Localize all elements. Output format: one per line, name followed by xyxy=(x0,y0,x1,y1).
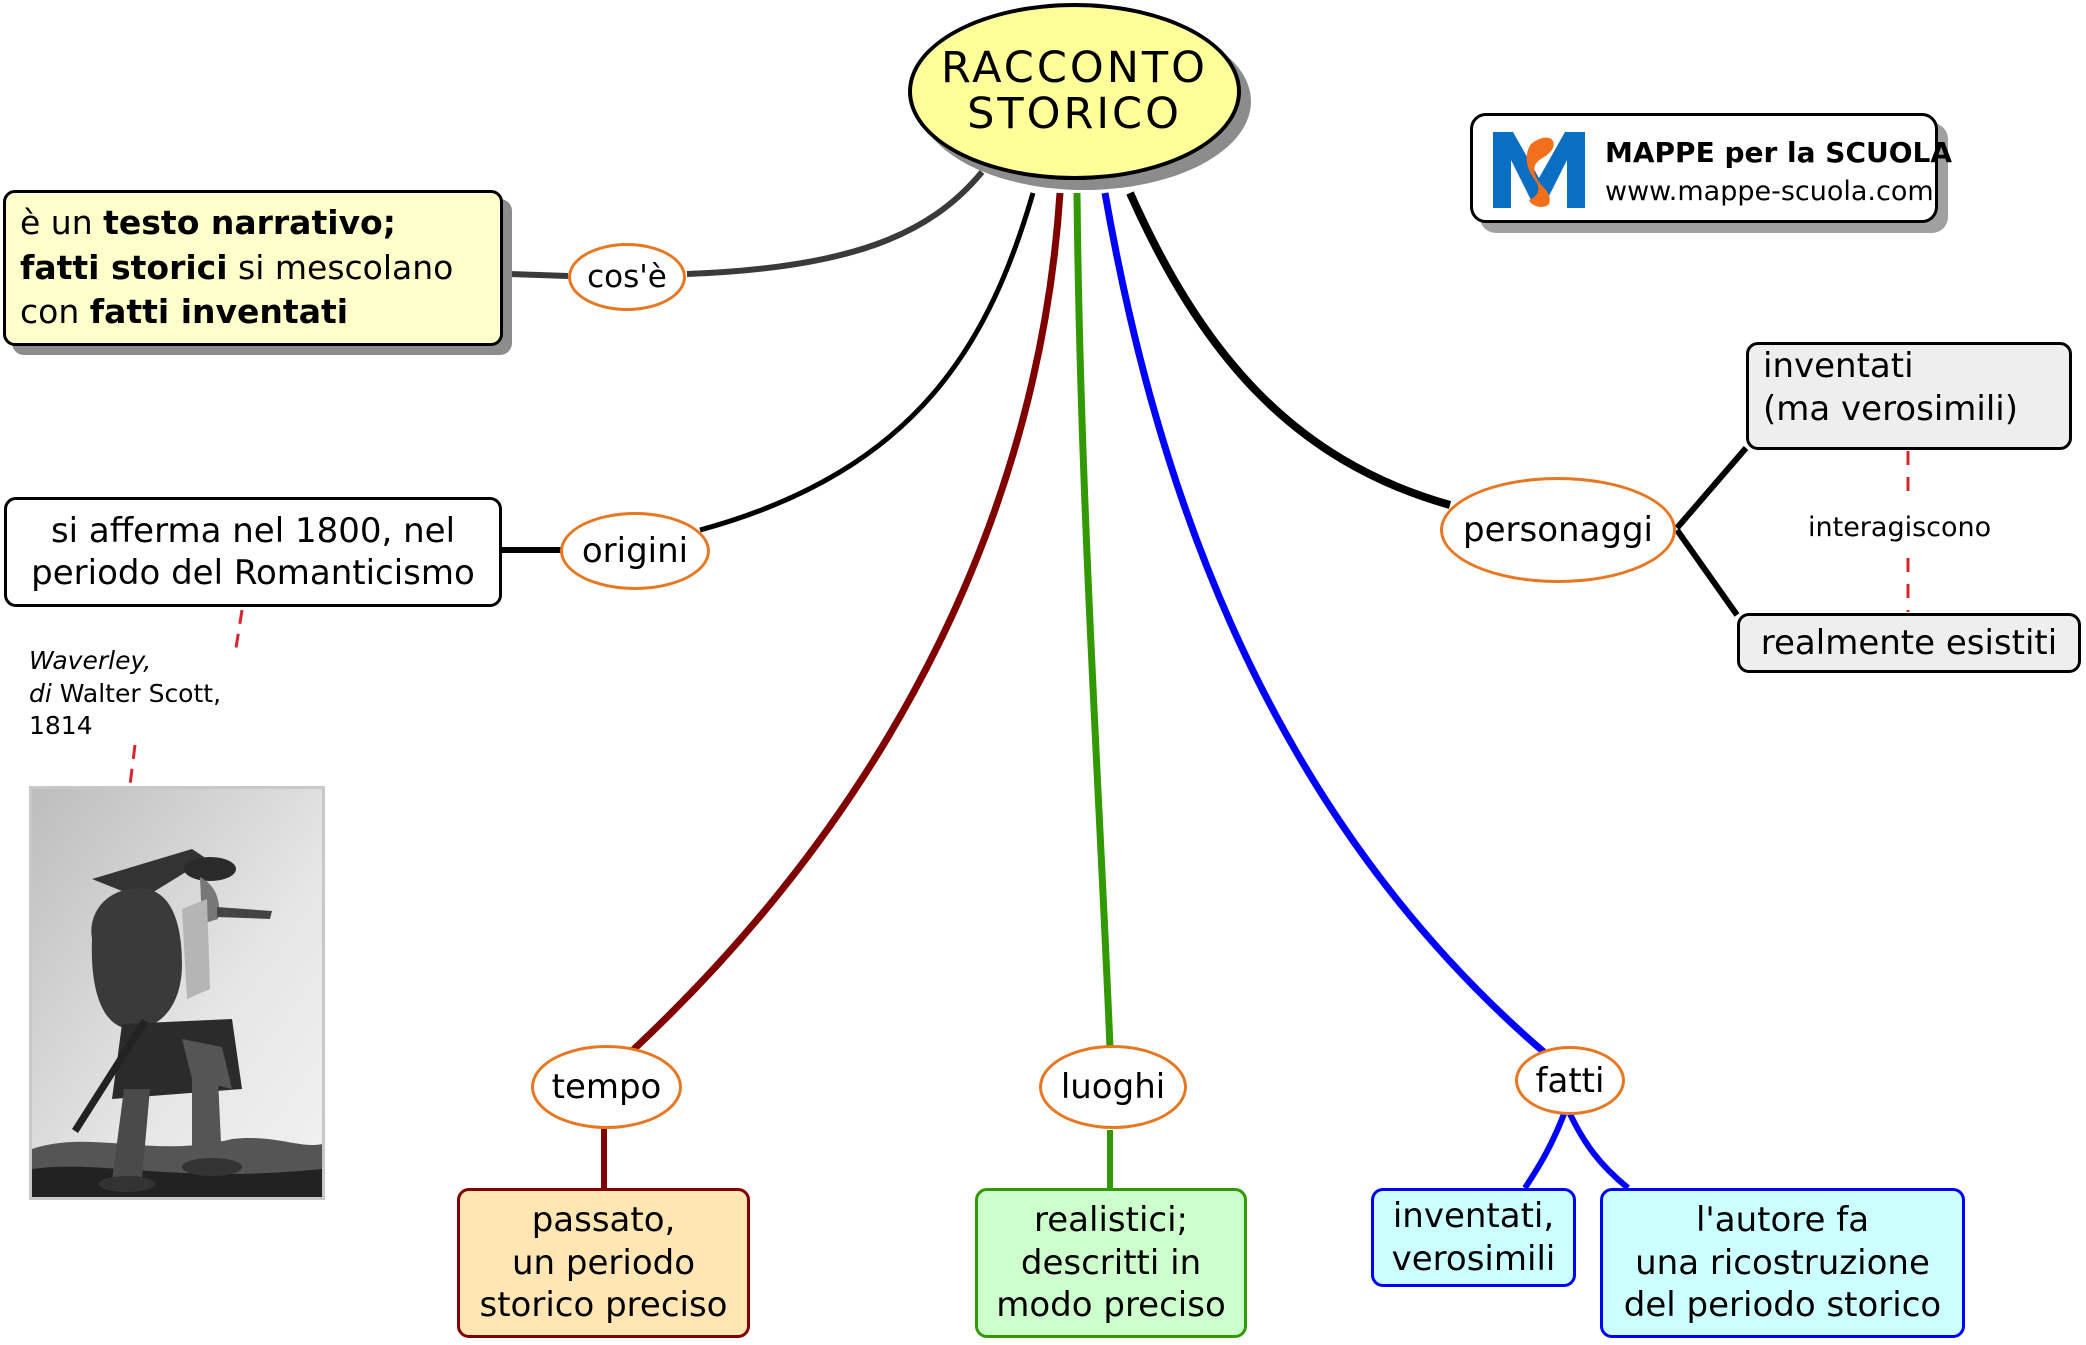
dashed-link-example-image xyxy=(128,744,137,786)
link-personaggi-child1 xyxy=(1674,446,1749,530)
central-topic-line2: STORICO xyxy=(967,88,1182,139)
highlander-figure-icon xyxy=(32,789,322,1197)
fatti-inventati-box[interactable]: inventati, verosimili xyxy=(1371,1188,1576,1287)
concept-luoghi-label: luoghi xyxy=(1060,1067,1166,1107)
tempo-box-line3: storico preciso xyxy=(479,1285,728,1326)
link-central-tempo xyxy=(630,192,1064,1053)
personaggi-realmente-esistiti-box[interactable]: realmente esistiti xyxy=(1737,613,2081,673)
cose-definition-fragment: si mescolano xyxy=(227,247,454,287)
concept-origini-label: origini xyxy=(581,531,689,571)
fatti-inventati-line1: inventati, xyxy=(1392,1196,1555,1236)
personaggi-inventati-line2: (ma verosimili) xyxy=(1763,388,2018,429)
dashed-link-origini-example xyxy=(234,609,244,649)
origini-box-line2: periodo del Romanticismo xyxy=(31,553,475,593)
personaggi-inventati-box[interactable]: inventati (ma verosimili) xyxy=(1746,342,2072,450)
logo-title: MAPPE per la SCUOLA xyxy=(1605,136,1953,169)
luoghi-box-line3: modo preciso xyxy=(996,1285,1226,1326)
fatti-inventati-line2: verosimili xyxy=(1391,1238,1556,1279)
concept-tempo-label: tempo xyxy=(551,1067,662,1107)
example-title: Waverley, xyxy=(29,646,152,675)
origini-box-line1: si afferma nel 1800, nel xyxy=(50,510,456,551)
concept-fatti[interactable]: fatti xyxy=(1515,1046,1625,1115)
cose-definition-text: è un testo narrativo;fatti storici si me… xyxy=(20,201,453,335)
relation-label-interagiscono: interagiscono xyxy=(1808,512,1992,543)
example-author: Walter Scott, xyxy=(51,678,222,708)
waverley-illustration-image xyxy=(29,786,325,1200)
concept-cose-label: cos'è xyxy=(587,259,667,295)
personaggi-realmente-esistiti-text: realmente esistiti xyxy=(1760,622,2058,663)
luoghi-box-line1: realistici; xyxy=(1034,1200,1188,1241)
fatti-ricostruzione-line2: una ricostruzione xyxy=(1635,1242,1930,1283)
link-central-cose xyxy=(686,170,985,277)
link-personaggi-child2 xyxy=(1674,528,1740,617)
tempo-box[interactable]: passato, un periodo storico preciso xyxy=(457,1188,750,1338)
central-topic-line1: RACCONTO xyxy=(941,43,1208,94)
concept-fatti-label: fatti xyxy=(1535,1060,1605,1101)
link-central-fatti xyxy=(1101,192,1548,1056)
link-central-luoghi xyxy=(1073,192,1114,1049)
concept-personaggi[interactable]: personaggi xyxy=(1440,477,1676,583)
tempo-box-line2: un periodo xyxy=(511,1242,695,1283)
link-fatti-child1 xyxy=(1522,1112,1567,1190)
concept-cose[interactable]: cos'è xyxy=(568,243,686,311)
luoghi-box-line2: descritti in xyxy=(1020,1242,1202,1283)
link-central-personaggi xyxy=(1126,191,1452,509)
personaggi-inventati-line1: inventati xyxy=(1763,346,1914,386)
mappe-m-logo-icon xyxy=(1493,132,1585,208)
cose-definition-fragment: è un xyxy=(20,203,104,243)
concept-origini[interactable]: origini xyxy=(560,512,710,590)
concept-luoghi[interactable]: luoghi xyxy=(1039,1045,1187,1129)
tempo-box-line1: passato, xyxy=(531,1200,676,1241)
central-topic[interactable]: RACCONTO STORICO xyxy=(908,3,1241,180)
cose-definition-keyword: fatti inventati xyxy=(89,292,349,332)
cose-definition-keyword: fatti storici xyxy=(20,247,228,287)
origini-box[interactable]: si afferma nel 1800, nel periodo del Rom… xyxy=(4,497,502,607)
luoghi-box[interactable]: realistici; descritti in modo preciso xyxy=(975,1188,1247,1338)
logo-url-link[interactable]: www.mappe-scuola.com xyxy=(1605,176,1934,207)
example-prefix: di xyxy=(29,678,52,708)
fatti-ricostruzione-line1: l'autore fa xyxy=(1695,1200,1870,1241)
concept-tempo[interactable]: tempo xyxy=(531,1045,682,1129)
cose-definition-box[interactable]: è un testo narrativo;fatti storici si me… xyxy=(3,190,503,346)
cose-definition-keyword: testo narrativo; xyxy=(103,203,396,243)
link-central-origini xyxy=(699,192,1036,533)
cose-definition-fragment: con xyxy=(20,292,90,332)
mappe-logo-badge[interactable]: MAPPE per la SCUOLA www.mappe-scuola.com xyxy=(1470,113,1952,223)
link-fatti-child2 xyxy=(1567,1112,1630,1191)
fatti-ricostruzione-line3: del periodo storico xyxy=(1623,1285,1942,1326)
link-cose-box xyxy=(509,271,569,279)
fatti-ricostruzione-box[interactable]: l'autore fa una ricostruzione del period… xyxy=(1600,1188,1965,1338)
example-year: 1814 xyxy=(29,711,93,740)
example-caption: Waverley, di Walter Scott, 1814 xyxy=(29,645,221,743)
concept-personaggi-label: personaggi xyxy=(1463,510,1653,550)
